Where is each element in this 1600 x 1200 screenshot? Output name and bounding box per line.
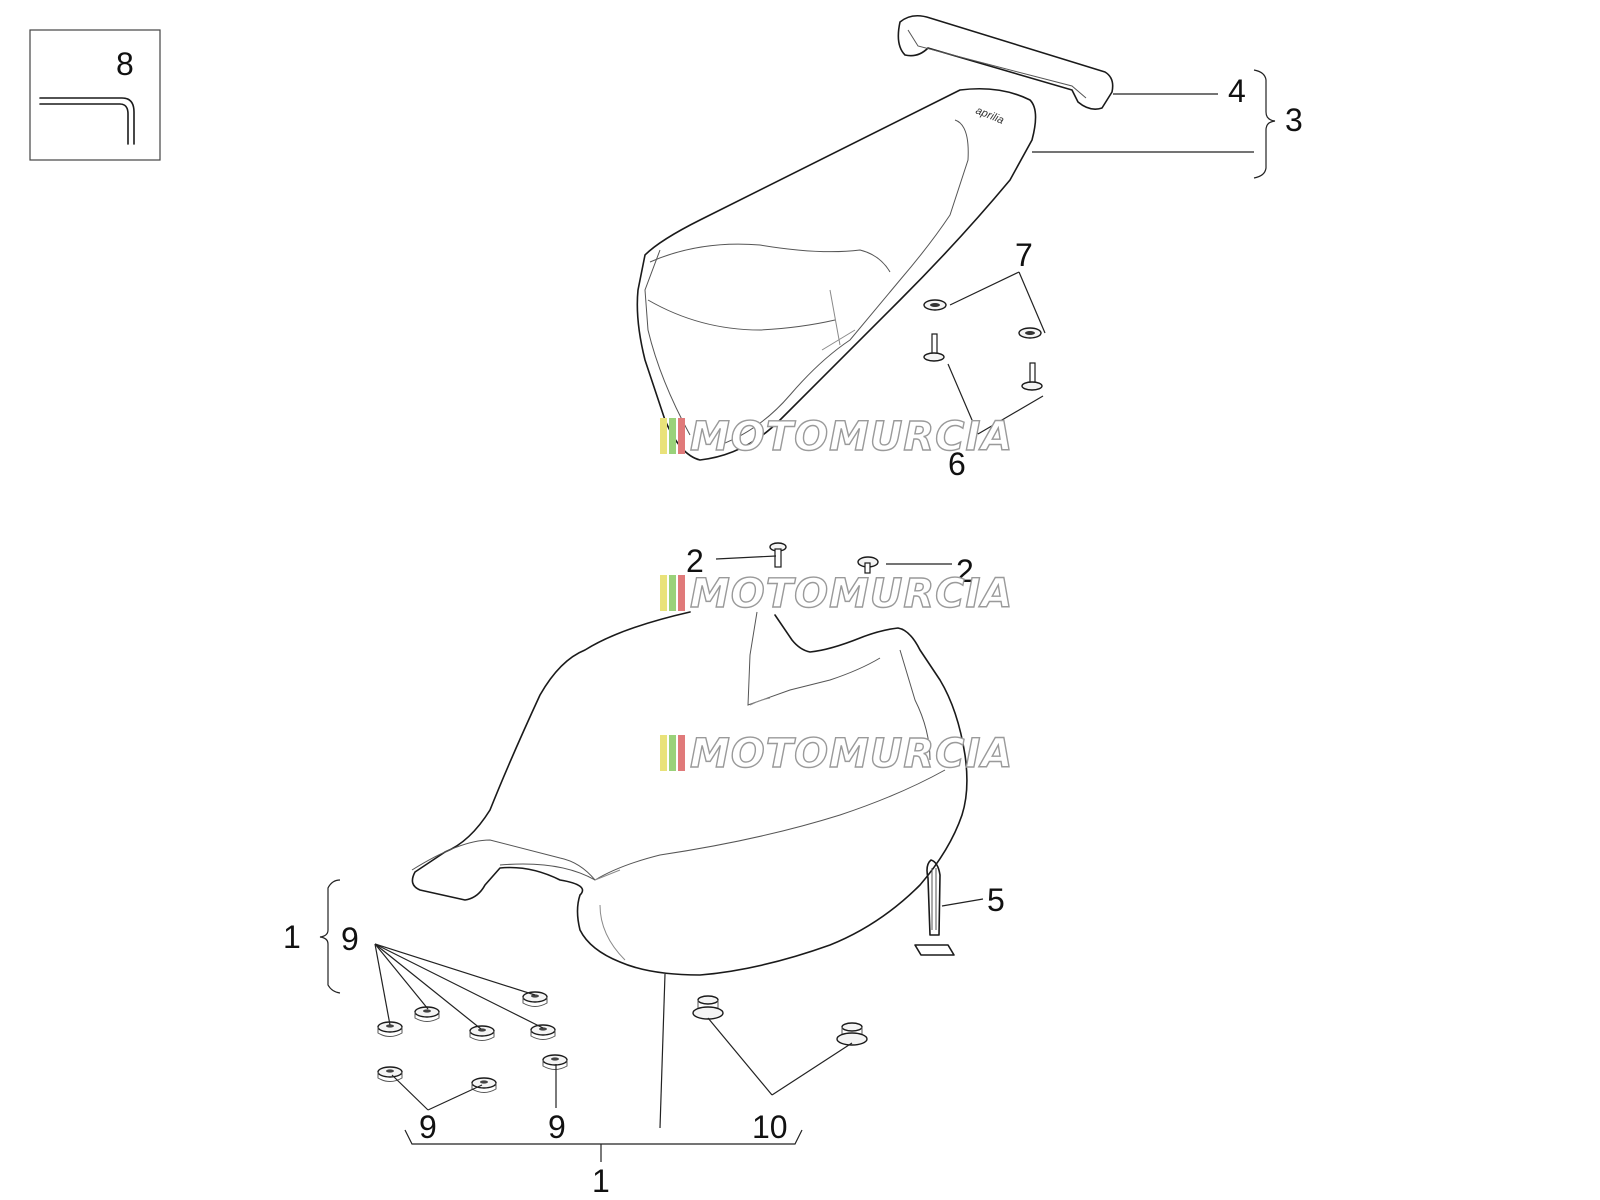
screw-part-6-left <box>923 333 945 362</box>
screw-part-2-right <box>857 556 879 574</box>
watermark-text-2: MOTOMURCIA <box>690 571 1013 617</box>
callout-9-bottom-left: 9 <box>419 1109 437 1145</box>
callout-2-left: 2 <box>686 543 704 579</box>
watermark-text-3: MOTOMURCIA <box>690 731 1013 777</box>
passenger-grab-handle <box>897 14 1114 110</box>
rubber-pad-9-a <box>522 991 548 1007</box>
callout-10: 10 <box>752 1109 788 1145</box>
passenger-seat: aprilia <box>636 87 1037 461</box>
callout-8: 8 <box>116 46 134 82</box>
bumper-10-right <box>836 1022 868 1046</box>
callout-labels: 8 4 3 7 6 2 2 5 1 9 9 9 10 1 <box>116 46 1303 1199</box>
allen-key-box <box>29 29 161 161</box>
callout-4: 4 <box>1228 73 1246 109</box>
callout-6: 6 <box>948 446 966 482</box>
rubber-pad-9-h <box>471 1077 497 1093</box>
callout-3: 3 <box>1285 102 1303 138</box>
watermark-1: MOTOMURCIA <box>660 413 1013 461</box>
seat-clip-left <box>923 299 947 311</box>
rubber-pad-9-c <box>377 1021 403 1037</box>
rubber-pad-9-d <box>469 1025 495 1041</box>
callout-5: 5 <box>987 882 1005 918</box>
watermark-2: MOTOMURCIA <box>660 570 1013 618</box>
rubber-pad-9-f <box>542 1054 568 1070</box>
rubber-pad-9-e <box>530 1024 556 1040</box>
callout-7: 7 <box>1015 237 1033 273</box>
callout-2-right: 2 <box>956 553 974 589</box>
rubber-pad-9-g <box>377 1066 403 1082</box>
seat-lock-hook <box>914 859 955 956</box>
callout-9-bottom-right: 9 <box>548 1109 566 1145</box>
leader-lines <box>319 69 1276 1162</box>
callout-9-top: 9 <box>341 921 359 957</box>
seat-clip-right <box>1018 327 1042 339</box>
rider-seat <box>411 611 968 976</box>
screw-part-6-right <box>1021 362 1043 391</box>
callout-1-bottom: 1 <box>592 1163 610 1199</box>
bumper-10-left <box>692 995 724 1020</box>
rubber-pad-9-b <box>414 1006 440 1022</box>
callout-1-left: 1 <box>283 919 301 955</box>
watermark-text-1: MOTOMURCIA <box>690 414 1013 460</box>
watermark-3: MOTOMURCIA <box>660 730 1013 778</box>
screw-part-2-left <box>769 542 787 568</box>
seat-logo-text: aprilia <box>974 105 1006 127</box>
